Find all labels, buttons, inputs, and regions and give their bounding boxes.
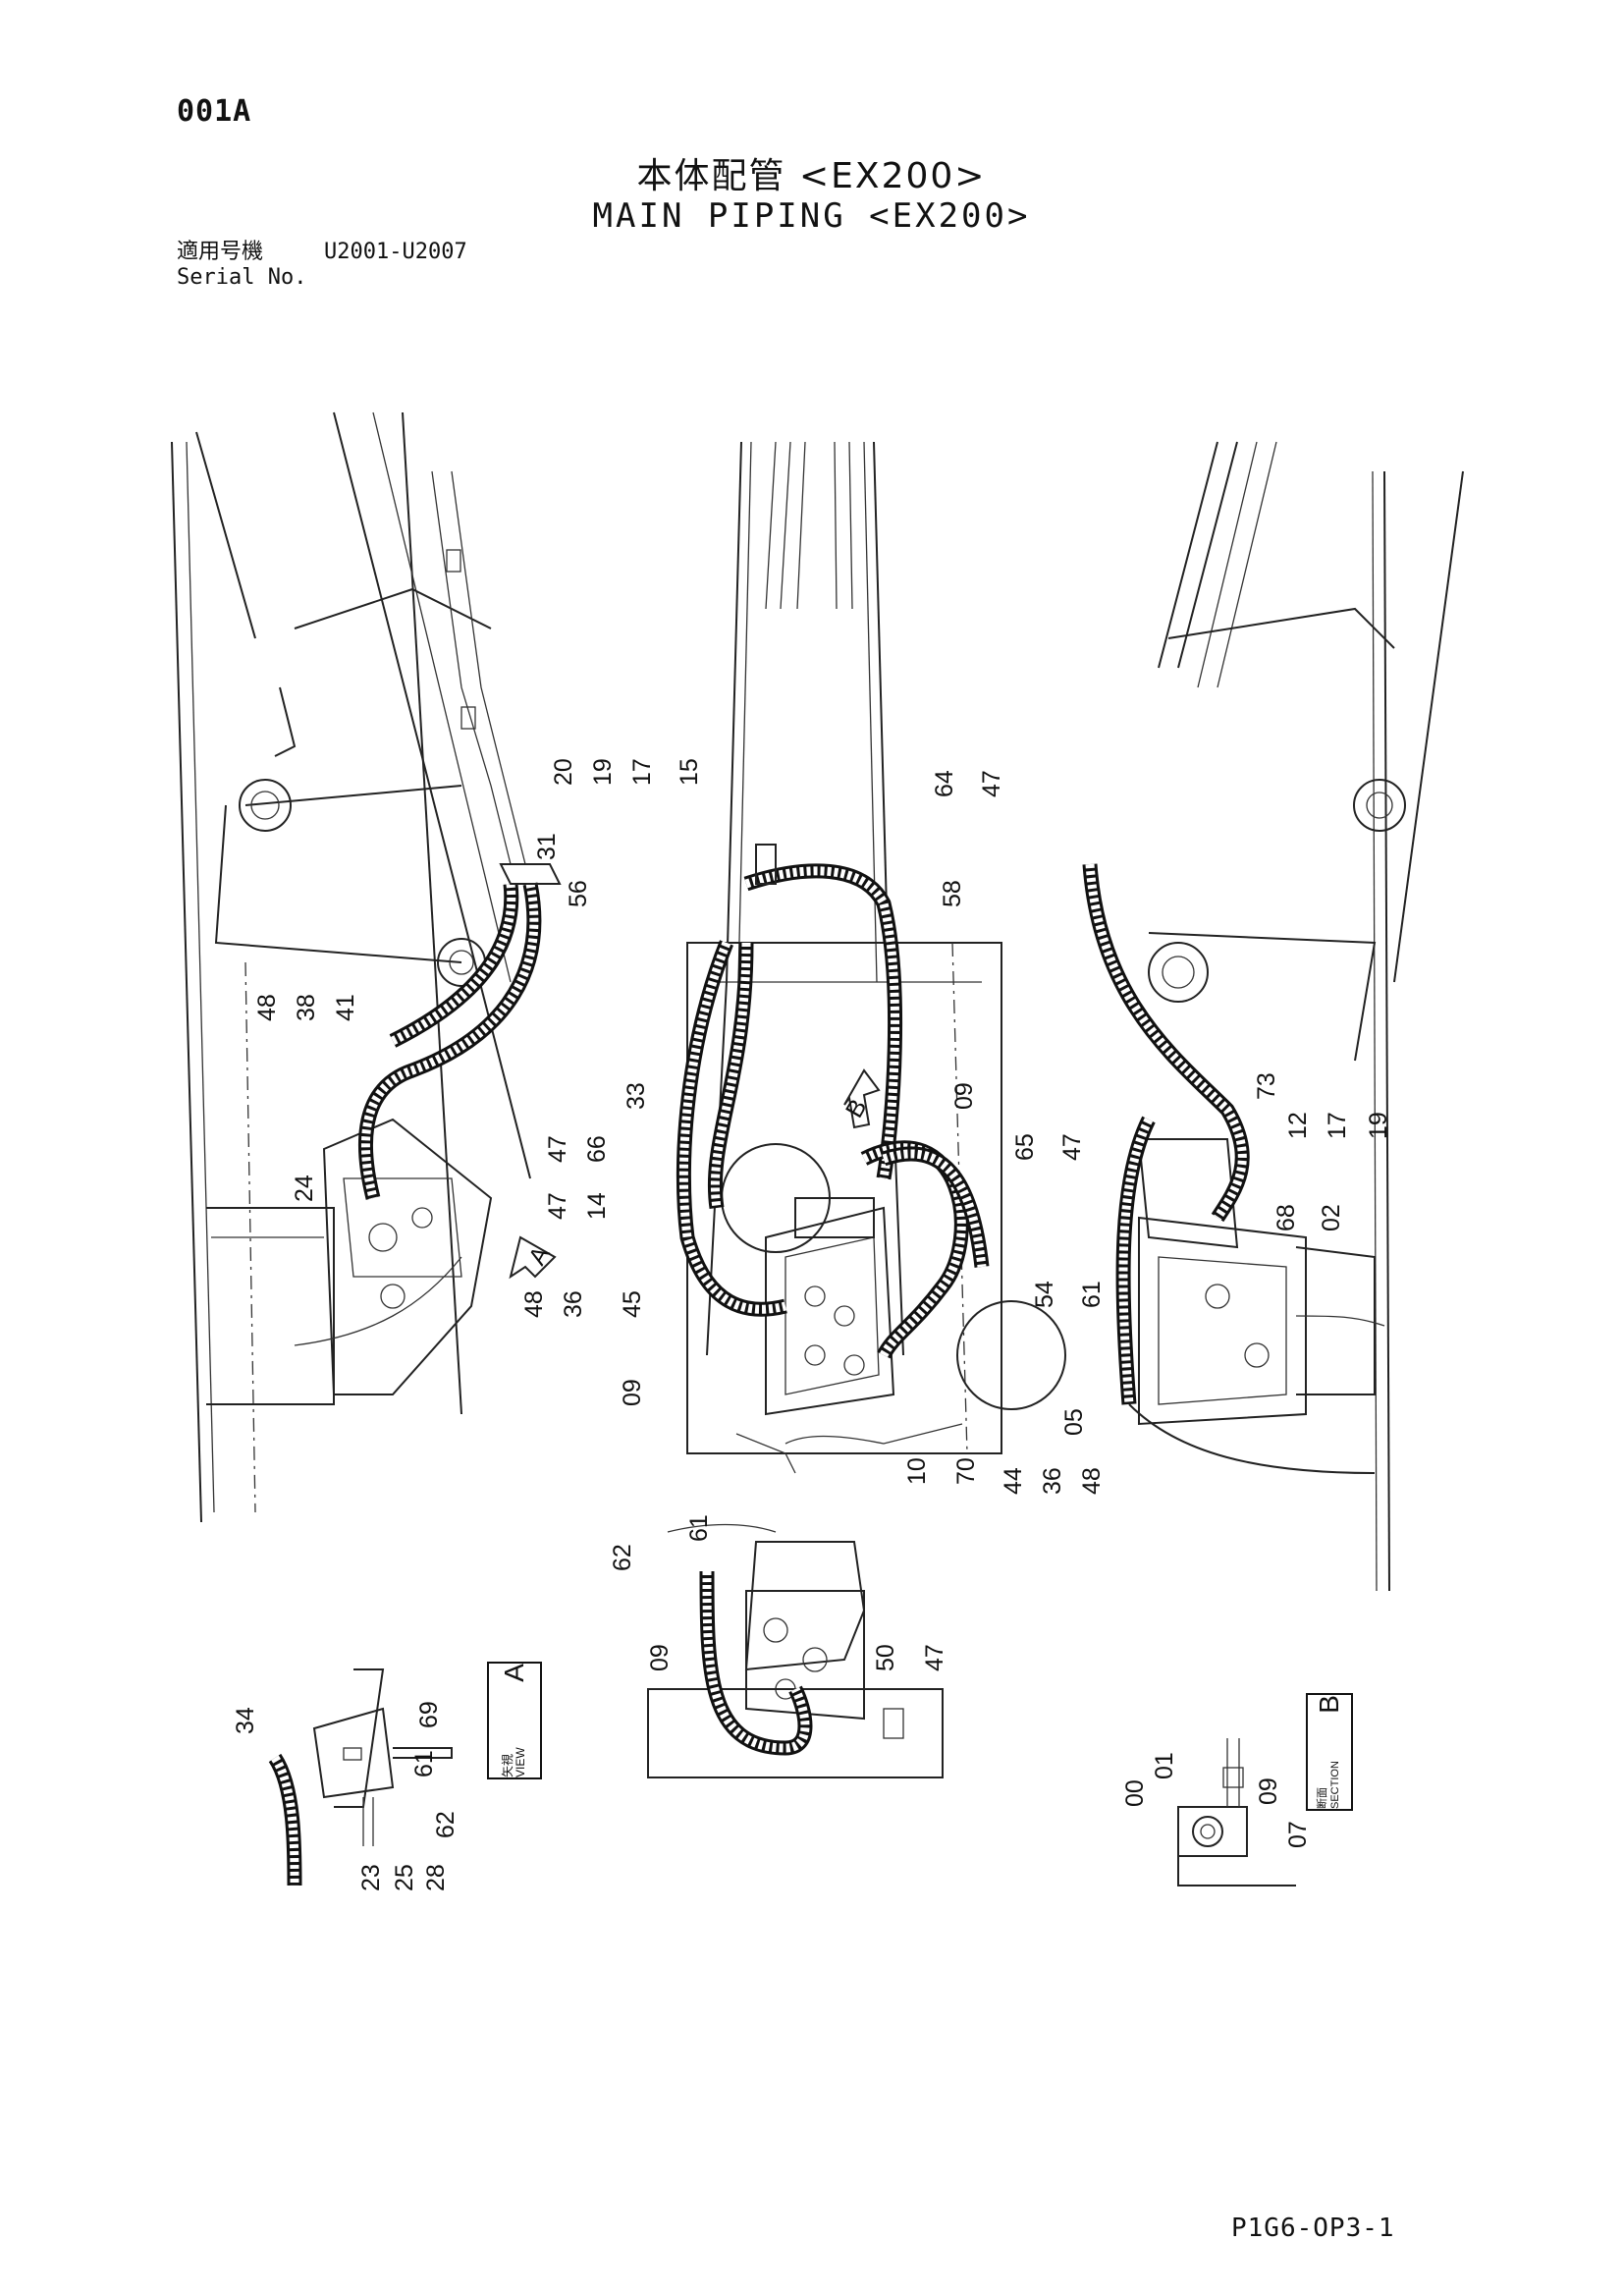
callout-14: 14 <box>583 1192 611 1220</box>
view-a-label: 矢視 VIEW A <box>487 1662 542 1779</box>
callout-47: 47 <box>978 770 1005 797</box>
callout-62a: 62 <box>432 1811 460 1838</box>
callout-56: 56 <box>565 880 592 907</box>
callout-61c: 61 <box>685 1514 713 1542</box>
callout-09s: 09 <box>1255 1777 1282 1805</box>
callout-48: 48 <box>253 994 281 1021</box>
serial-label-jp: 適用号機 <box>177 240 264 264</box>
title-japanese: 本体配管 <EX200> <box>636 156 987 196</box>
section-b-detail <box>1177 1738 1296 1886</box>
callout-12: 12 <box>1284 1112 1312 1139</box>
callout-47d: 47 <box>921 1644 948 1671</box>
callout-47a: 47 <box>544 1135 571 1163</box>
section-b-en: SECTION <box>1329 1761 1341 1809</box>
callout-48b: 48 <box>1078 1467 1106 1495</box>
right-view <box>1082 441 1464 1592</box>
callout-69: 69 <box>415 1701 443 1728</box>
callout-36b: 36 <box>1039 1467 1066 1495</box>
serial-label-en: Serial No. <box>177 265 307 290</box>
callout-66: 66 <box>583 1135 611 1163</box>
callout-05: 05 <box>1060 1408 1088 1436</box>
callout-58: 58 <box>939 880 966 907</box>
callout-33: 33 <box>622 1082 650 1110</box>
callout-44: 44 <box>1000 1467 1027 1495</box>
callout-09b: 09 <box>619 1379 646 1406</box>
callout-31: 31 <box>533 833 561 860</box>
callout-47c: 47 <box>1058 1133 1086 1161</box>
callout-65: 65 <box>1011 1133 1039 1161</box>
callout-19r: 19 <box>1365 1112 1392 1139</box>
arrow-a-letter: A <box>523 1241 556 1270</box>
callout-00: 00 <box>1121 1779 1149 1807</box>
callout-17: 17 <box>628 758 656 786</box>
callout-20: 20 <box>550 758 577 786</box>
callout-07: 07 <box>1284 1821 1312 1848</box>
callout-45: 45 <box>619 1290 646 1318</box>
callout-62c: 62 <box>609 1544 636 1571</box>
callout-24: 24 <box>291 1175 318 1202</box>
callout-47b: 47 <box>544 1192 571 1220</box>
callout-68: 68 <box>1272 1204 1300 1231</box>
callout-50: 50 <box>872 1644 899 1671</box>
callout-23: 23 <box>357 1864 385 1891</box>
title-english: MAIN PIPING <EX200> <box>592 196 1031 236</box>
callout-41: 41 <box>332 994 359 1021</box>
callout-15: 15 <box>676 758 703 786</box>
callout-28: 28 <box>422 1864 450 1891</box>
callout-19: 19 <box>589 758 617 786</box>
callout-17r: 17 <box>1324 1112 1351 1139</box>
callout-61a: 61 <box>410 1750 438 1777</box>
callout-54: 54 <box>1031 1281 1058 1308</box>
callout-01: 01 <box>1151 1752 1178 1779</box>
drawing-code: P1G6-OP3-1 <box>1231 2214 1395 2243</box>
section-b-label: 断面 SECTION B <box>1306 1693 1353 1811</box>
callouts: 31 56 48 38 41 24 20 19 17 15 64 47 58 4… <box>232 758 1392 1891</box>
view-a-letter: A <box>499 1664 529 1682</box>
callout-36a: 36 <box>560 1290 587 1318</box>
callout-64: 64 <box>931 770 958 797</box>
callout-02: 02 <box>1318 1204 1345 1231</box>
page-code: 001A <box>177 94 252 129</box>
serial-value: U2001-U2007 <box>324 240 467 264</box>
view-a-detail <box>268 1668 453 1886</box>
callout-09a: 09 <box>950 1082 978 1110</box>
section-b-jp: 断面 <box>1317 1787 1328 1809</box>
callout-10: 10 <box>903 1457 931 1485</box>
callout-34: 34 <box>232 1707 259 1734</box>
callout-70: 70 <box>952 1457 980 1485</box>
center-view <box>676 441 1066 1474</box>
section-b-letter: B <box>1314 1695 1344 1714</box>
serial-block: 適用号機 U2001-U2007 Serial No. <box>177 240 467 291</box>
left-view <box>171 411 562 1523</box>
callout-61r: 61 <box>1078 1281 1106 1308</box>
view-a-en: VIEW <box>514 1747 527 1777</box>
callout-25: 25 <box>391 1864 418 1891</box>
callout-48a: 48 <box>520 1290 548 1318</box>
callout-73: 73 <box>1253 1072 1280 1100</box>
lower-center-view <box>647 1523 944 1778</box>
callout-09c: 09 <box>646 1644 674 1671</box>
callout-38: 38 <box>293 994 320 1021</box>
